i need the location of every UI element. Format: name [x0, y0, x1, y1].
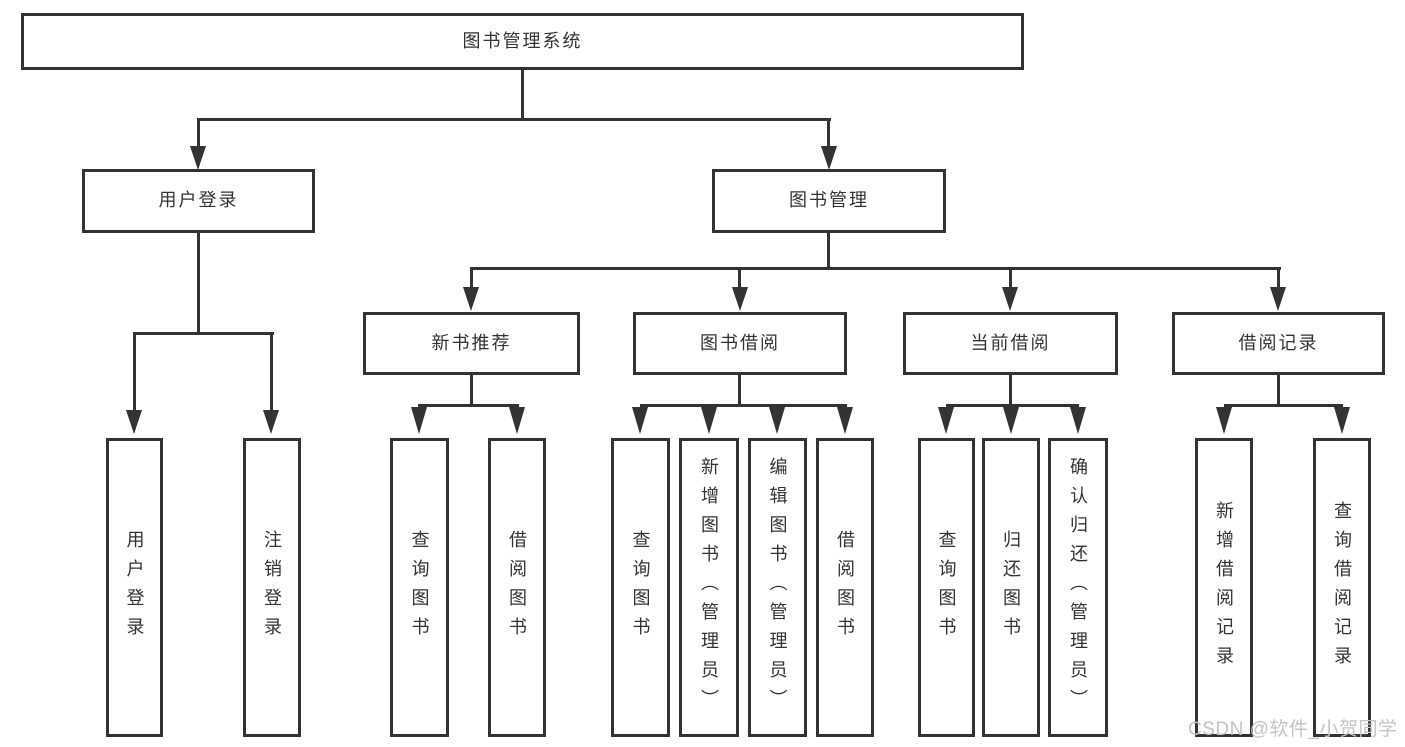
arrowhead	[1216, 407, 1232, 434]
connector-line	[133, 332, 274, 335]
connector-line	[1224, 404, 1343, 407]
connector-line	[1277, 270, 1280, 287]
leaf-borrow-books-label: 借阅图书	[835, 529, 855, 646]
leaf-query-borrow-record: 查询借阅记录	[1313, 438, 1371, 737]
connector-line	[1277, 375, 1280, 407]
leaf-user-login: 用户登录	[106, 438, 163, 737]
leaf-edit-books-admin: 编辑图书（管理员）	[748, 438, 807, 737]
arrowhead	[821, 146, 837, 170]
leaf-add-books-admin: 新增图书（管理员）	[679, 438, 739, 737]
arrowhead	[509, 407, 525, 434]
node-current-borrow: 当前借阅	[903, 312, 1118, 375]
connector-line	[197, 121, 200, 146]
node-borrow-records-label: 借阅记录	[1238, 332, 1319, 353]
arrowhead	[938, 407, 954, 434]
leaf-recommend-borrow-books: 借阅图书	[488, 438, 546, 737]
connector-line	[738, 375, 741, 407]
leaf-borrow-query-books: 查询图书	[611, 438, 670, 737]
connector-line	[197, 233, 200, 335]
connector-line	[470, 267, 1281, 270]
node-root-label: 图书管理系统	[462, 30, 583, 51]
connector-line	[270, 335, 273, 411]
leaf-add-borrow-record: 新增借阅记录	[1195, 438, 1253, 737]
connector-line	[521, 70, 524, 120]
arrowhead	[190, 146, 206, 170]
node-book-borrow: 图书借阅	[633, 312, 847, 375]
leaf-borrow-books: 借阅图书	[816, 438, 874, 737]
arrowhead	[701, 407, 717, 434]
leaf-logout-label: 注销登录	[262, 529, 282, 646]
leaf-user-login-label: 用户登录	[124, 529, 145, 646]
node-user-login: 用户登录	[82, 169, 315, 233]
arrowhead	[463, 287, 479, 311]
node-new-book-recommend: 新书推荐	[363, 312, 580, 375]
connector-line	[827, 233, 830, 270]
watermark: CSDN @软件_小贺同学	[1188, 719, 1398, 740]
node-book-management-label: 图书管理	[789, 190, 869, 211]
node-current-borrow-label: 当前借阅	[970, 332, 1051, 353]
arrowhead	[1270, 287, 1286, 311]
arrowhead	[1002, 287, 1018, 311]
connector-line	[1009, 375, 1012, 407]
connector-line	[640, 404, 847, 407]
leaf-borrow-query-books-label: 查询图书	[630, 529, 651, 646]
node-borrow-records: 借阅记录	[1172, 312, 1385, 375]
node-book-borrow-label: 图书借阅	[700, 332, 780, 353]
connector-line	[470, 375, 473, 407]
arrowhead	[411, 407, 427, 434]
leaf-add-borrow-record-label: 新增借阅记录	[1214, 500, 1234, 675]
connector-line	[418, 404, 519, 407]
arrowhead	[1334, 407, 1350, 434]
node-book-management: 图书管理	[712, 169, 946, 233]
leaf-recommend-query-books-label: 查询图书	[409, 529, 430, 646]
node-new-book-recommend-label: 新书推荐	[431, 332, 512, 353]
arrowhead	[263, 410, 279, 434]
arrowhead	[632, 407, 648, 434]
connector-line	[827, 121, 830, 146]
arrowhead	[769, 407, 785, 434]
arrowhead	[126, 410, 142, 434]
leaf-recommend-borrow-books-label: 借阅图书	[507, 529, 527, 646]
leaf-confirm-return-admin: 确认归还（管理员）	[1048, 438, 1108, 737]
connector-line	[1009, 270, 1012, 287]
leaf-logout: 注销登录	[243, 438, 301, 737]
arrowhead	[1003, 407, 1019, 434]
node-root: 图书管理系统	[21, 13, 1024, 70]
arrowhead	[732, 287, 748, 311]
leaf-return-books-label: 归还图书	[1001, 529, 1021, 646]
leaf-query-borrow-record-label: 查询借阅记录	[1332, 500, 1352, 675]
arrowhead	[1070, 407, 1086, 434]
connector-line	[738, 270, 741, 287]
connector-line	[470, 270, 473, 287]
leaf-return-books: 归还图书	[982, 438, 1040, 737]
node-user-login-label: 用户登录	[158, 190, 239, 211]
arrowhead	[837, 407, 853, 434]
leaf-confirm-return-admin-label: 确认归还（管理员）	[1068, 457, 1088, 718]
leaf-recommend-query-books: 查询图书	[390, 438, 449, 737]
connector-line	[133, 335, 136, 411]
connector-line	[946, 404, 1079, 407]
leaf-current-query-books: 查询图书	[918, 438, 975, 737]
leaf-edit-books-admin-label: 编辑图书（管理员）	[767, 457, 788, 718]
connector-line	[197, 118, 831, 121]
leaf-add-books-admin-label: 新增图书（管理员）	[699, 457, 719, 718]
leaf-current-query-books-label: 查询图书	[936, 529, 957, 646]
